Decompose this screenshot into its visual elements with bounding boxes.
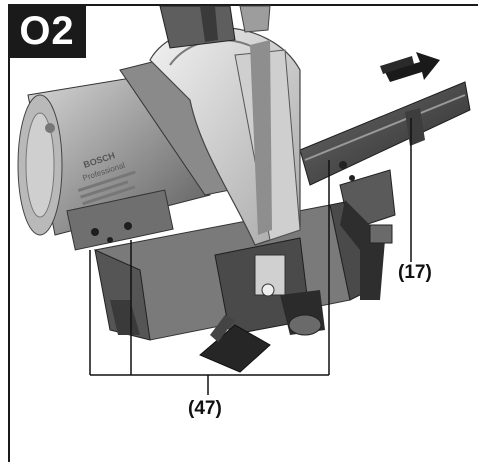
handle — [159, 5, 236, 49]
direction-arrow — [385, 52, 440, 82]
figure-tag: O2 — [8, 4, 86, 58]
callout-label-17: (17) — [398, 262, 432, 283]
workpiece-extension — [299, 81, 471, 186]
base-legs — [94, 249, 151, 341]
frame-border-left — [8, 4, 10, 462]
lever-handle — [199, 324, 271, 373]
callout-label-47: (47) — [188, 398, 222, 419]
frame-border-top — [8, 4, 478, 6]
